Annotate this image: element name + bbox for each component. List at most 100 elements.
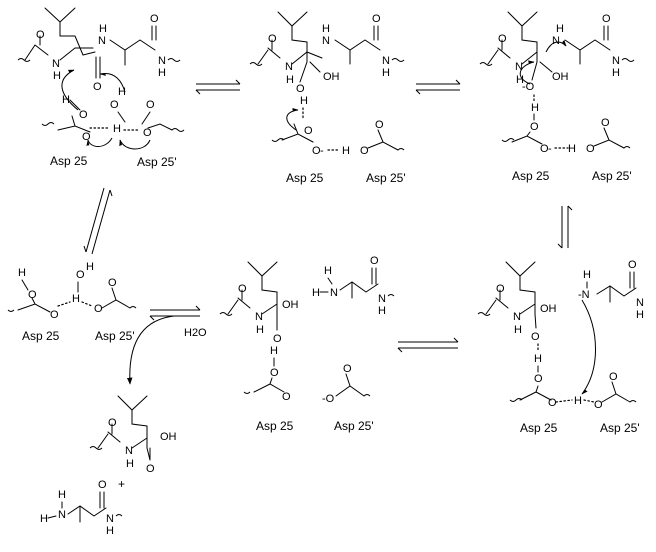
- svg-text:-: -: [548, 143, 552, 155]
- svg-text:H: H: [322, 23, 330, 35]
- svg-text:H: H: [58, 489, 66, 501]
- svg-text:O: O: [609, 371, 618, 383]
- svg-text:O: O: [540, 143, 549, 155]
- svg-text:O: O: [601, 117, 610, 129]
- svg-text:N: N: [125, 445, 133, 457]
- plus-sign: +: [118, 477, 125, 491]
- svg-text:Asp 25': Asp 25': [600, 421, 640, 435]
- svg-text:O: O: [628, 259, 637, 271]
- svg-text:O: O: [282, 391, 291, 403]
- svg-text:O: O: [143, 127, 152, 139]
- svg-text:O: O: [76, 269, 85, 281]
- svg-text:O: O: [150, 13, 159, 25]
- svg-text:O: O: [602, 13, 611, 25]
- structure-1-substrate-complex: O N H O N H O N H H O O H H O O O Asp 25…: [17, 7, 185, 169]
- svg-text:H: H: [118, 86, 126, 98]
- svg-text:Asp 25': Asp 25': [366, 171, 406, 185]
- svg-text:N: N: [513, 311, 521, 323]
- svg-text:N: N: [330, 287, 338, 299]
- svg-text:O: O: [530, 121, 539, 133]
- svg-text:H: H: [312, 287, 320, 299]
- svg-text:O: O: [50, 309, 59, 321]
- svg-text:OH: OH: [540, 303, 557, 315]
- svg-text:H: H: [531, 102, 539, 114]
- svg-text:O: O: [268, 33, 277, 45]
- svg-text:O: O: [108, 417, 117, 429]
- svg-text:-N: -N: [578, 289, 590, 301]
- structure-2-tetrahedral-intermediate: O N H OH O N H O N H H O O - H O O Asp 2…: [249, 11, 406, 185]
- svg-text:O: O: [28, 289, 37, 301]
- svg-text:-O: -O: [322, 393, 335, 405]
- svg-text:N: N: [158, 55, 166, 67]
- svg-text:H: H: [382, 67, 390, 79]
- svg-text:O: O: [270, 367, 279, 379]
- svg-text:OH: OH: [160, 431, 177, 443]
- svg-text:O: O: [586, 143, 595, 155]
- svg-text:O: O: [79, 109, 88, 121]
- product-release-arrow: [126, 315, 175, 385]
- svg-text:O: O: [238, 283, 247, 295]
- svg-text:Asp 25: Asp 25: [256, 419, 294, 433]
- svg-text:N: N: [285, 61, 293, 73]
- svg-text:Asp 25': Asp 25': [592, 169, 632, 183]
- svg-text:H: H: [583, 269, 591, 281]
- svg-text:O: O: [343, 363, 352, 375]
- svg-text:O: O: [273, 333, 282, 345]
- svg-text:O: O: [372, 13, 381, 25]
- svg-text:H: H: [342, 145, 350, 157]
- svg-text:N: N: [636, 297, 644, 309]
- svg-text:H: H: [514, 324, 522, 336]
- structure-3-protonated-intermediate: O N H OH -O N H O N H H O O - H O O Asp …: [479, 11, 635, 183]
- svg-text:O: O: [312, 145, 321, 157]
- svg-text:O: O: [534, 373, 543, 385]
- svg-text:O: O: [108, 277, 117, 289]
- svg-text:H: H: [72, 293, 80, 305]
- structure-6-amine-protonation: O N H OH O H -N O N H H O O H O O Asp 25…: [477, 259, 644, 435]
- svg-text:N: N: [106, 513, 114, 525]
- svg-text:O: O: [531, 331, 540, 343]
- svg-text:H: H: [612, 67, 620, 79]
- svg-text:N: N: [58, 509, 66, 521]
- svg-text:O: O: [110, 99, 119, 111]
- svg-text:H: H: [62, 94, 70, 106]
- structure-4-regenerated-aspartates: H O O O H H O O Asp 25 Asp 25': [7, 261, 137, 343]
- svg-text:H: H: [18, 267, 26, 279]
- equilibrium-arrow-2-3: [415, 79, 461, 95]
- svg-text:H: H: [99, 23, 107, 35]
- svg-text:H: H: [126, 458, 134, 470]
- svg-text:OH: OH: [323, 71, 340, 83]
- svg-text:Asp 25: Asp 25: [512, 169, 550, 183]
- svg-text:H: H: [53, 70, 61, 82]
- svg-text:N: N: [255, 311, 263, 323]
- asp25-label: Asp 25: [50, 154, 88, 168]
- asp25p-label: Asp 25': [137, 155, 177, 169]
- svg-text:H: H: [516, 74, 524, 86]
- svg-text:N: N: [515, 61, 523, 73]
- svg-text:O: O: [360, 145, 369, 157]
- svg-text:O: O: [296, 83, 305, 95]
- svg-text:O: O: [82, 131, 91, 143]
- svg-text:H: H: [256, 324, 264, 336]
- equilibrium-arrow-1-2: [195, 79, 241, 95]
- svg-text:H: H: [158, 67, 166, 79]
- svg-text:N: N: [552, 35, 560, 47]
- svg-text:O: O: [375, 119, 384, 131]
- svg-text:H: H: [86, 261, 94, 273]
- svg-text:Asp 25': Asp 25': [95, 329, 135, 343]
- svg-text:H: H: [534, 353, 542, 365]
- svg-text:-O: -O: [522, 81, 535, 93]
- svg-text:O: O: [98, 479, 107, 491]
- svg-text:H: H: [324, 265, 332, 277]
- svg-text:N: N: [98, 35, 106, 47]
- svg-text:H: H: [286, 74, 294, 86]
- equilibrium-arrow-6-5: [397, 337, 459, 353]
- svg-text:-: -: [320, 145, 324, 157]
- equilibrium-arrow-5-4: [149, 305, 201, 321]
- svg-text:Asp 25': Asp 25': [334, 419, 374, 433]
- svg-text:N: N: [382, 55, 390, 67]
- svg-text:O: O: [594, 399, 603, 411]
- svg-text:H: H: [636, 309, 644, 321]
- svg-text:OH: OH: [282, 299, 299, 311]
- svg-text:Asp 25: Asp 25: [22, 329, 60, 343]
- structure-7-released-products: O N H OH O + H N H O N H: [40, 395, 177, 537]
